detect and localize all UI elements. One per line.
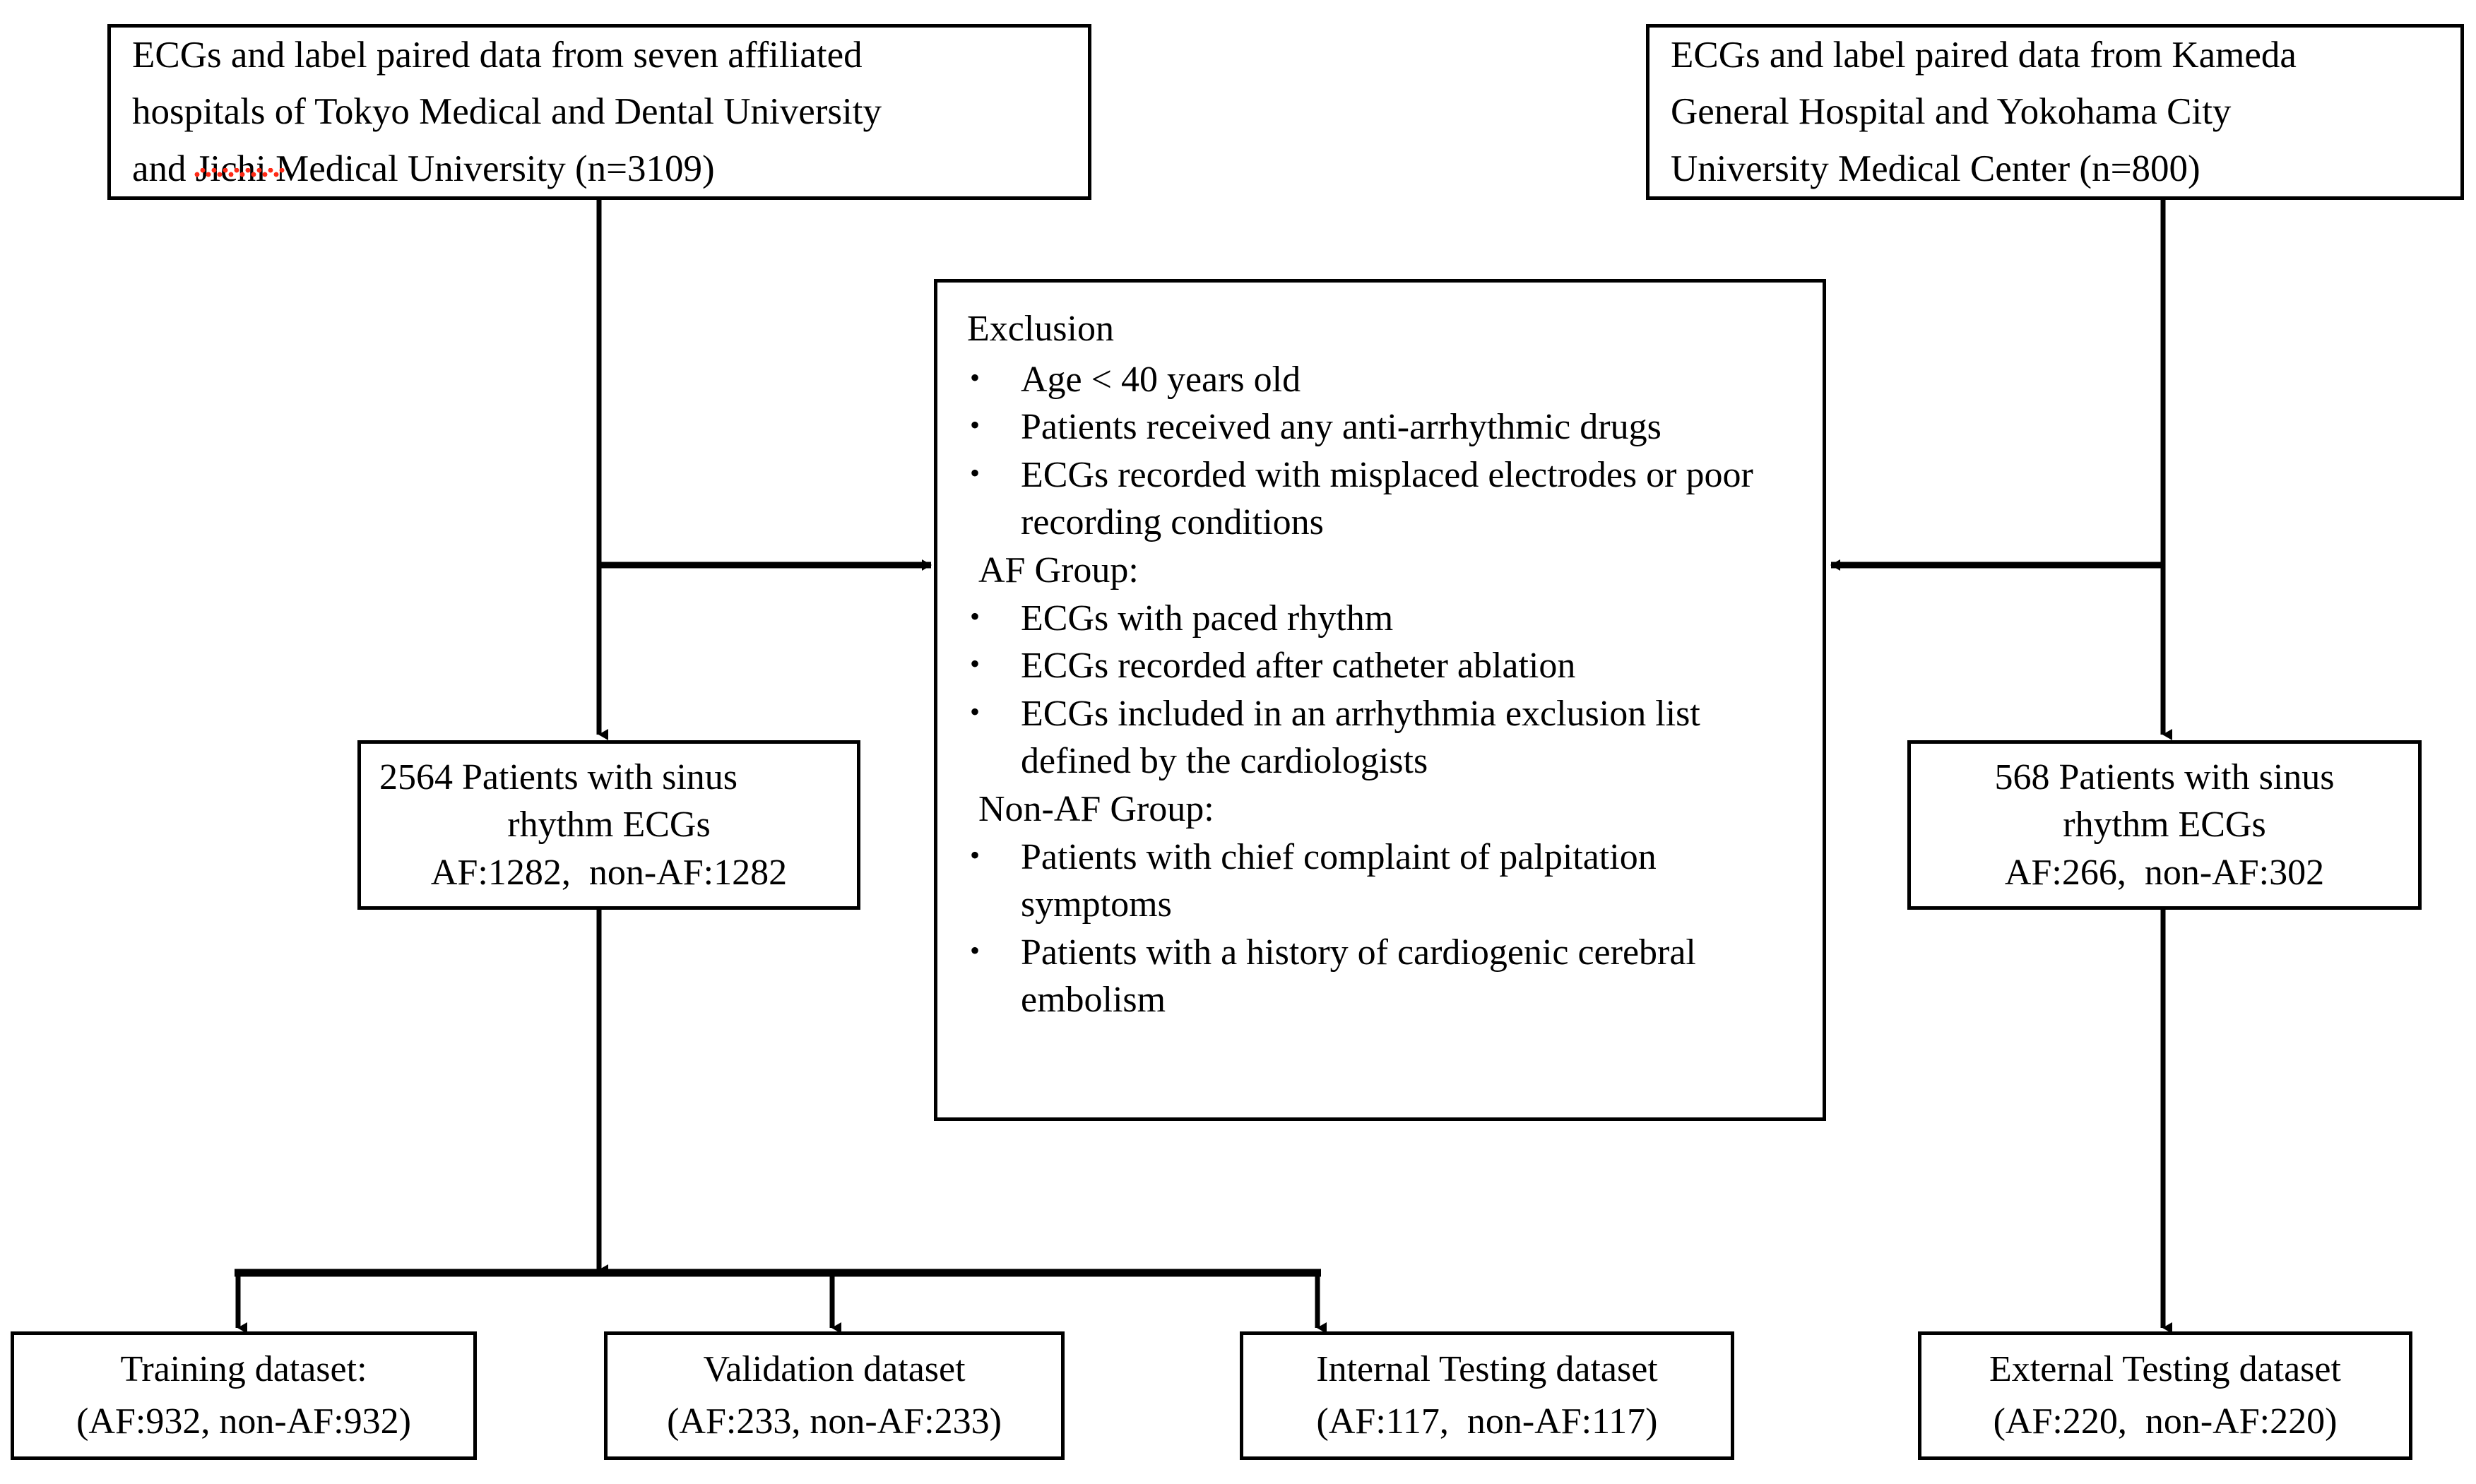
exclusion-item: • Patients received any anti-arrhythmic … [959, 403, 1804, 451]
af-group-label: AF Group: [978, 550, 1139, 590]
cohort-line: 2564 Patients with sinus [379, 756, 738, 797]
exclusion-general-list: • Age < 40 years old • Patients received… [959, 356, 1804, 547]
exclusion-item: • ECGs recorded with misplaced electrode… [959, 451, 1804, 547]
exclusion-item: • ECGs with paced rhythm [959, 595, 1804, 643]
source-line: ECGs and label paired data from Kameda [1671, 34, 2297, 76]
exclusion-item: • ECGs included in an arrhythmia exclusi… [959, 690, 1804, 785]
exclusion-item: • Patients with chief complaint of palpi… [959, 833, 1804, 929]
exclusion-item-text: Patients received any anti-arrhythmic dr… [1021, 407, 1661, 448]
bullet-icon: • [970, 600, 981, 632]
bullet-icon: • [970, 695, 981, 728]
exclusion-item-text: ECGs recorded after catheter ablation [1021, 646, 1576, 687]
exclusion-item-text: ECGs recorded with misplaced electrodes … [1021, 454, 1753, 543]
cohort-line: 568 Patients with sinus [1994, 756, 2335, 797]
internal-testing-dataset-box: Internal Testing dataset (AF:117, non-AF… [1240, 1331, 1734, 1460]
exclusion-item-text: Patients with a history of cardiogenic c… [1021, 932, 1696, 1021]
dataset-line: Validation dataset [703, 1349, 966, 1390]
exclusion-item-text: ECGs with paced rhythm [1021, 598, 1394, 639]
dataset-line: Training dataset: [120, 1349, 367, 1390]
exclusion-item-text: ECGs included in an arrhythmia exclusion… [1021, 693, 1700, 782]
exclusion-non-af-list: • Patients with chief complaint of palpi… [959, 833, 1804, 1024]
source-line: General Hospital and Yokohama City [1671, 91, 2232, 133]
exclusion-item: • Age < 40 years old [959, 356, 1804, 404]
bullet-icon: • [970, 838, 981, 871]
internal-sinus-rhythm-cohort-box: 2564 Patients with sinus rhythm ECGs AF:… [357, 740, 860, 910]
exclusion-item: • Patients with a history of cardiogenic… [959, 929, 1804, 1024]
bullet-icon: • [970, 648, 981, 680]
exclusion-item: • ECGs recorded after catheter ablation [959, 642, 1804, 690]
external-cohort-source-box: ECGs and label paired data from Kameda G… [1646, 24, 2464, 200]
non-af-group-label: Non-AF Group: [978, 788, 1214, 829]
bullet-icon: • [970, 361, 981, 393]
exclusion-item-text: Age < 40 years old [1021, 359, 1301, 400]
dataset-line: (AF:932, non-AF:932) [76, 1401, 411, 1442]
dataset-line: (AF:117, non-AF:117) [1316, 1401, 1658, 1442]
source-line: University Medical Center (n=800) [1671, 148, 2200, 189]
internal-cohort-source-box: ECGs and label paired data from seven af… [107, 24, 1091, 200]
training-dataset-box: Training dataset: (AF:932, non-AF:932) [11, 1331, 477, 1460]
exclusion-item-text: Patients with chief complaint of palpita… [1021, 836, 1657, 925]
external-sinus-rhythm-cohort-box: 568 Patients with sinus rhythm ECGs AF:2… [1907, 740, 2422, 910]
exclusion-af-list: • ECGs with paced rhythm • ECGs recorded… [959, 595, 1804, 785]
dataset-line: (AF:220, non-AF:220) [1993, 1401, 2338, 1442]
source-line: hospitals of Tokyo Medical and Dental Un… [132, 91, 882, 133]
dataset-line: Internal Testing dataset [1316, 1349, 1658, 1390]
cohort-line: rhythm ECGs [507, 805, 711, 845]
dataset-line: External Testing dataset [1989, 1349, 2341, 1390]
bullet-icon: • [970, 456, 981, 489]
exclusion-heading: Exclusion [967, 309, 1114, 349]
cohort-line: AF:266, non-AF:302 [2004, 852, 2325, 893]
bullet-icon: • [970, 934, 981, 966]
source-line: and Jichi Medical University (n=3109) [132, 148, 715, 189]
source-line: ECGs and label paired data from seven af… [132, 34, 863, 76]
cohort-line: AF:1282, non-AF:1282 [430, 852, 788, 893]
exclusion-criteria-box: Exclusion • Age < 40 years old • Patient… [934, 279, 1826, 1121]
cohort-line: rhythm ECGs [2063, 805, 2266, 845]
bullet-icon: • [970, 409, 981, 441]
dataset-line: (AF:233, non-AF:233) [667, 1401, 1002, 1442]
external-testing-dataset-box: External Testing dataset (AF:220, non-AF… [1918, 1331, 2412, 1460]
validation-dataset-box: Validation dataset (AF:233, non-AF:233) [604, 1331, 1065, 1460]
